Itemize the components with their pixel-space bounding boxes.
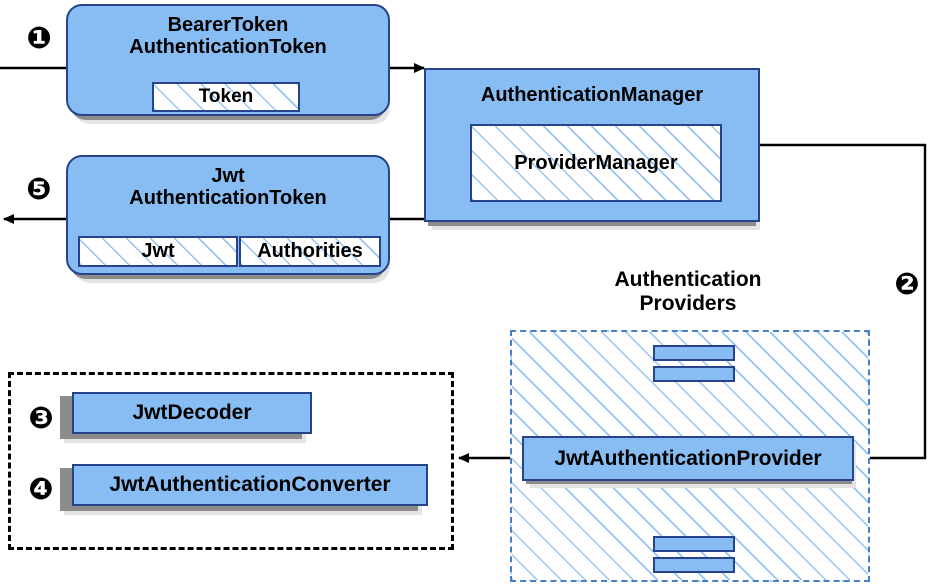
jwt-authentication-token-box[interactable]: Jwt AuthenticationToken Jwt Authorities <box>66 155 390 275</box>
jwt-token-slot-jwt-label: Jwt <box>141 240 175 262</box>
jwt-authentication-provider-box[interactable]: JwtAuthenticationProvider <box>522 436 854 481</box>
authentication-manager-slot-provider-manager[interactable]: ProviderManager <box>470 124 722 202</box>
bearer-token-slot-token[interactable]: Token <box>152 82 300 112</box>
jwt-decoder-box[interactable]: JwtDecoder <box>72 392 312 434</box>
provider-stub-bar-top-1 <box>653 345 735 361</box>
jwt-token-slot-authorities-label: Authorities <box>257 240 363 262</box>
authentication-providers-title: Authentication Providers <box>614 268 762 316</box>
jwt-token-title: Jwt AuthenticationToken <box>129 165 327 210</box>
provider-manager-label: ProviderManager <box>514 151 678 174</box>
provider-stub-bar-bottom-2 <box>653 557 735 573</box>
jwt-authentication-converter-box[interactable]: JwtAuthenticationConverter <box>72 464 428 506</box>
jwt-authentication-provider-label: JwtAuthenticationProvider <box>554 446 822 470</box>
jwt-token-slot-authorities[interactable]: Authorities <box>239 236 381 267</box>
authentication-manager-title: AuthenticationManager <box>480 84 704 106</box>
jwt-token-slot-jwt[interactable]: Jwt <box>78 236 238 267</box>
bearer-token-slot-token-label: Token <box>198 86 254 107</box>
provider-stub-bar-bottom-1 <box>653 536 735 552</box>
jwt-decoder-label: JwtDecoder <box>132 401 252 424</box>
bearer-token-title: BearerToken AuthenticationToken <box>129 14 327 59</box>
provider-stub-bar-top-2 <box>653 366 735 382</box>
step-marker-2: ❷ <box>894 267 920 302</box>
bearer-token-authentication-token-box[interactable]: BearerToken AuthenticationToken Token <box>66 4 390 116</box>
jwt-support-group-region <box>8 372 454 550</box>
step-marker-1: ❶ <box>26 21 52 56</box>
authentication-manager-box[interactable]: AuthenticationManager ProviderManager <box>424 68 760 222</box>
jwt-authentication-converter-label: JwtAuthenticationConverter <box>109 473 391 496</box>
step-marker-3: ❸ <box>28 401 54 436</box>
step-marker-4: ❹ <box>28 472 54 507</box>
step-marker-5: ❺ <box>26 172 52 207</box>
